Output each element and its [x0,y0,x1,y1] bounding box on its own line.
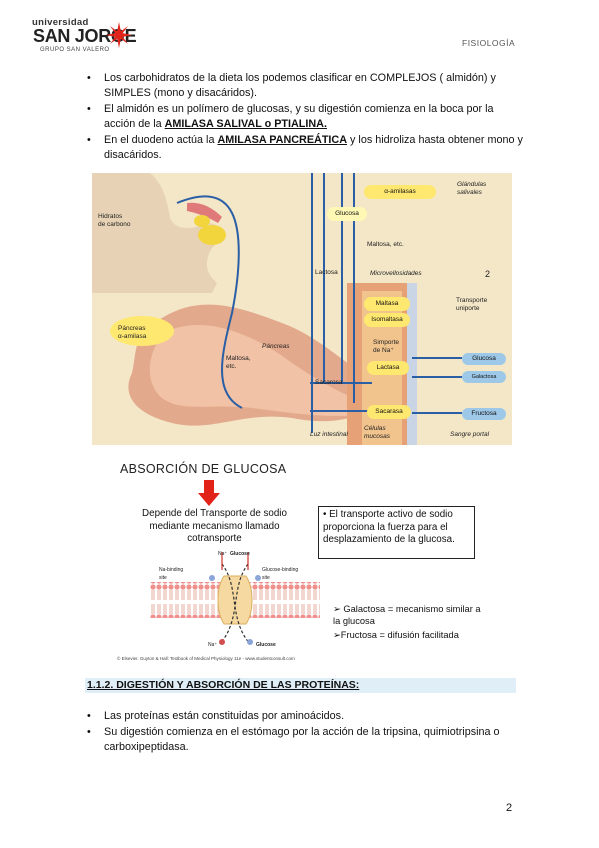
label-na-binding-site: Na-binding site [159,567,184,581]
galactose-note: ➢ Galactosa = mecanismo similar a la glu… [333,604,481,626]
label-portal-blood: Sangre portal [450,431,490,438]
label-na-bottom: Na⁺ [208,642,218,648]
logo-subtitle: GRUPO SAN VALERO [40,47,110,53]
label-glucose-top: Glucosa [327,207,367,221]
label-na-top: Na⁺ [218,551,228,557]
logo-name: SAN JORGE [33,26,137,46]
bullet-proteins: Las proteínas están constituidas por ami… [87,709,524,724]
label-mucosal-cells: Células mucosas [364,425,391,440]
label-glucose-top: Glucose [230,551,250,557]
label-glucose-binding-site: Glucose-binding site [262,567,299,581]
label-lactose: Lactosa [315,269,338,276]
bullet-starch: El almidón es un polímero de glucosas, y… [87,102,524,132]
label-maltase: Maltasa [364,297,410,311]
page-number: 2 [506,802,513,814]
logo-star-icon [106,22,132,48]
bullet-protein-digestion: Su digestión comienza en el estómago por… [87,725,524,755]
logo-university-text: universidad [32,17,89,28]
label-carbohydrates: Hidratos de carbono [98,213,131,228]
label-glucose-right: Glucosa [462,353,506,365]
glucose-absorption-title: ABSORCIÓN DE GLUCOSA [120,462,287,476]
label-glucose-bottom: Glucose [256,642,276,648]
label-intestinal-lumen: Luz intestinal [310,431,348,438]
bullet-duodenum: En el duodeno actúa la AMILASA PANCREÁTI… [87,133,524,163]
label-maltose-etc: Maltosa, etc. [367,241,404,248]
bullet-carbohydrates: Los carbohidratos de la dieta los podemo… [87,71,524,101]
header-section-name: FISIOLOGÍA [462,38,516,48]
carbohydrate-digestion-figure: Hidratos de carbono α-amilasas Glándulas… [92,173,512,445]
label-microvilli: Microvellosidades [370,270,422,277]
label-pancreas: Páncreas [262,343,290,350]
label-pancreas-amylase: Páncreas α-amilasa [118,325,147,340]
label-salivary-glands: Glándulas salivales [457,181,487,196]
label-sucrase: Sacarasa [367,405,411,419]
label-maltose-pancreas: Maltosa, etc. [226,355,251,370]
label-na-symport: Simporte de Na⁺ [373,339,400,354]
cotransport-text: Depende del Transporte de sodio mediante… [142,508,287,544]
label-figure-number: 2 [485,269,491,279]
label-uniport-transport: Transporte uniporte [456,297,488,312]
digestion-illustration [92,173,462,445]
label-fructose: Fructosa [462,408,506,420]
label-galactose-right: Galactosa [462,371,506,383]
section-heading-proteins: 1.1.2. DIGESTIÓN Y ABSORCIÓN DE LAS PROT… [85,678,516,693]
down-arrow-icon [198,480,220,506]
label-isomaltase: Isomaltasa [364,313,410,327]
figure-caption: © Elsevier. Guyton & Hall: Textbook of M… [117,656,295,661]
active-transport-box: • El transporte activo de sodio proporci… [318,506,475,559]
label-sucrose: Sacarosa [315,379,343,386]
fructose-note: ➢Fructosa = difusión facilitada [333,630,459,640]
label-amylases: α-amilasas [364,185,436,199]
label-lactase: Lactasa [367,361,409,375]
cotransport-membrane-diagram [150,552,320,645]
